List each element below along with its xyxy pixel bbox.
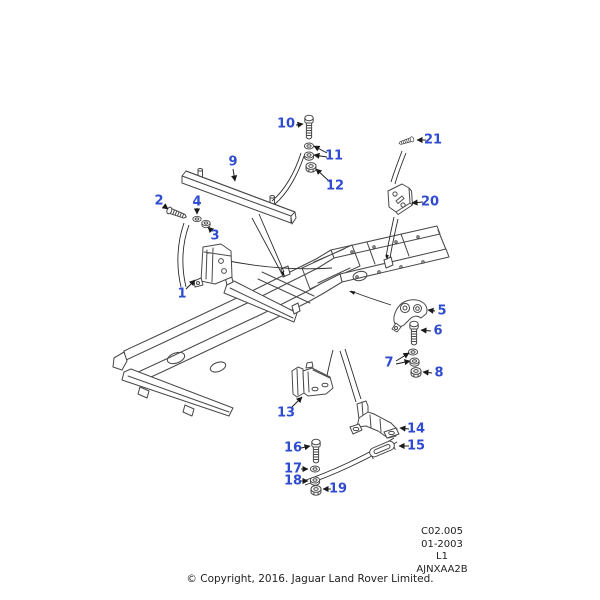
callout-14[interactable]: 14 xyxy=(406,421,426,437)
part-10-bolt-icon xyxy=(304,114,314,140)
callout-6[interactable]: 6 xyxy=(433,323,443,339)
document-ref: AJNXAA2B xyxy=(416,563,468,575)
part-7-washer-icon xyxy=(407,348,420,367)
callout-15[interactable]: 15 xyxy=(406,438,426,454)
part-2-bolt-icon xyxy=(165,205,189,221)
callout-10[interactable]: 10 xyxy=(276,116,296,132)
part-12-nut-icon xyxy=(305,162,317,173)
leader-lines xyxy=(161,121,436,493)
part-18-washer-icon xyxy=(309,476,321,486)
part-5-mounting-bracket-icon xyxy=(391,299,428,333)
part-19-nut-icon xyxy=(310,485,322,496)
callout-16[interactable]: 16 xyxy=(283,440,303,456)
callout-20[interactable]: 20 xyxy=(420,194,440,210)
callout-11[interactable]: 11 xyxy=(324,148,344,164)
part-icons xyxy=(165,114,428,496)
part-21-bolt-icon xyxy=(397,135,415,147)
callout-2[interactable]: 2 xyxy=(154,193,164,209)
document-sheet: L1 xyxy=(436,551,448,563)
callout-9[interactable]: 9 xyxy=(228,154,238,170)
copyright-notice: © Copyright, 2016. Jaguar Land Rover Lim… xyxy=(186,573,434,585)
part-17-washer-icon xyxy=(309,465,321,473)
part-14-mounting-bracket-icon xyxy=(349,400,400,439)
part-9-crossmember-bar-icon xyxy=(181,168,297,225)
part-8-nut-icon xyxy=(410,367,422,378)
part-11-washer-icon xyxy=(303,142,315,161)
callout-17[interactable]: 17 xyxy=(283,461,303,477)
part-13-mounting-bracket-icon xyxy=(291,361,334,398)
callout-21[interactable]: 21 xyxy=(423,132,443,148)
chassis-frame xyxy=(112,225,450,417)
callout-5[interactable]: 5 xyxy=(437,303,447,319)
callout-13[interactable]: 13 xyxy=(276,405,296,421)
callout-12[interactable]: 12 xyxy=(325,178,345,194)
callout-4[interactable]: 4 xyxy=(192,194,202,210)
part-4-washer-icon xyxy=(192,215,202,223)
callout-18[interactable]: 18 xyxy=(283,473,303,489)
part-3-washer-icon xyxy=(201,219,211,229)
callout-8[interactable]: 8 xyxy=(434,365,444,381)
document-code: C02.005 xyxy=(421,526,463,537)
document-date: 01-2003 xyxy=(421,538,463,550)
callout-1[interactable]: 1 xyxy=(177,286,187,302)
callout-7[interactable]: 7 xyxy=(384,355,394,371)
part-1-bracket-icon xyxy=(193,243,233,288)
callout-19[interactable]: 19 xyxy=(328,481,348,497)
callout-3[interactable]: 3 xyxy=(210,228,220,244)
document-info: C02.005 01-2003 L1 AJNXAA2B xyxy=(397,526,487,576)
part-6-bolt-icon xyxy=(409,320,419,346)
part-20-plate-icon xyxy=(387,183,413,215)
part-16-bolt-icon xyxy=(311,438,321,464)
part-15-link-strap-icon xyxy=(369,440,396,460)
